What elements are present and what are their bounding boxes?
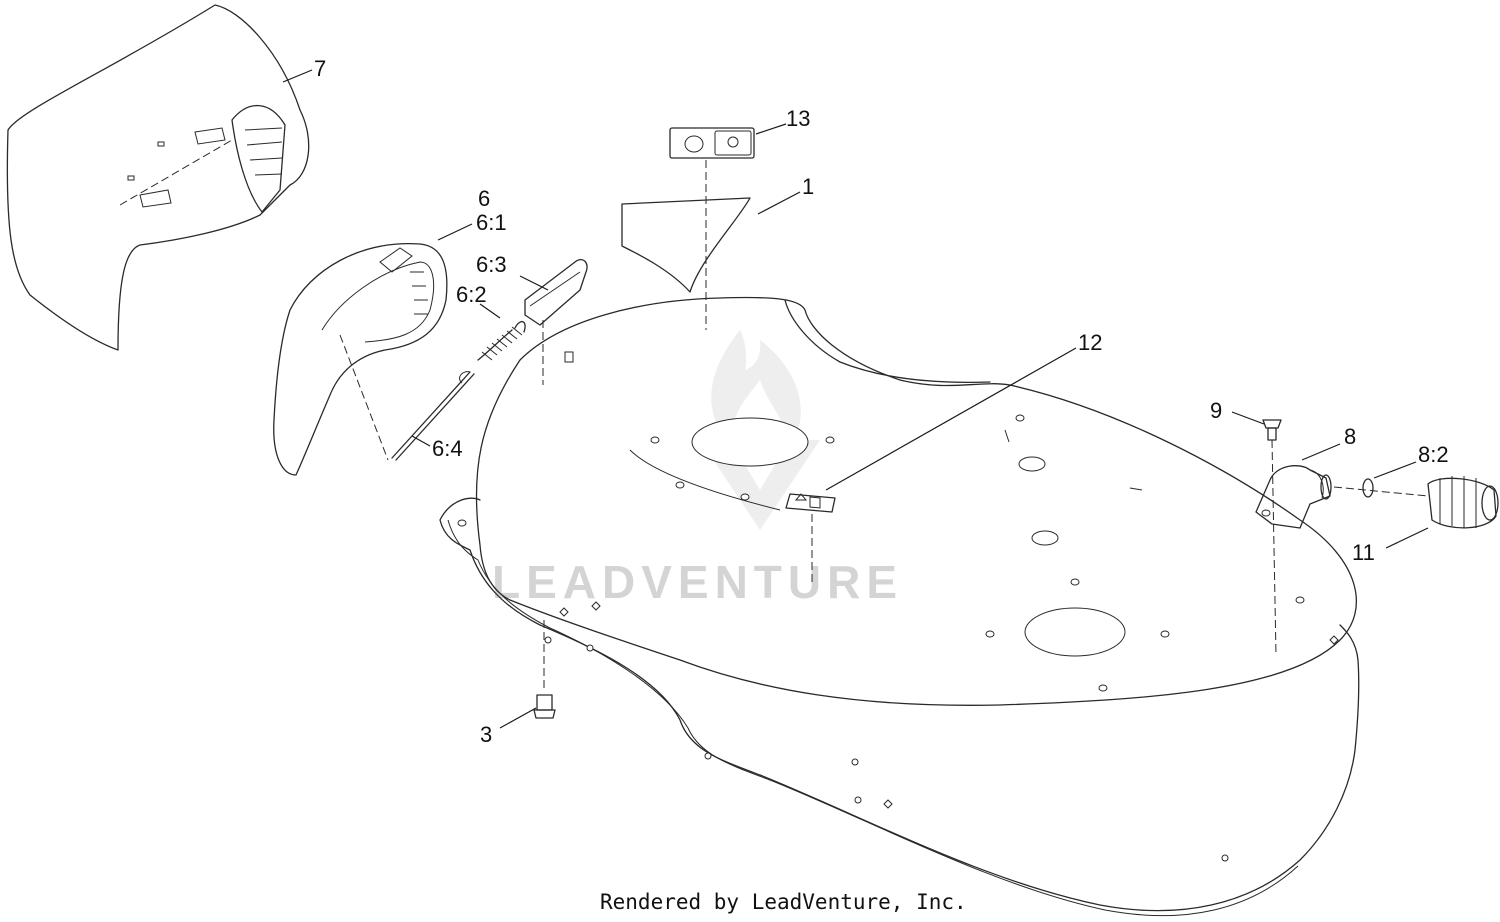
callout-1: 1 (802, 174, 814, 199)
part-3-bolt (533, 620, 556, 719)
callout-8: 8 (1344, 424, 1356, 449)
part-6-4-rod (391, 371, 475, 461)
part-1-shield (621, 160, 751, 330)
callout-6-1: 6:1 (476, 210, 507, 235)
part-6-3-bracket (524, 258, 588, 385)
callout-6-3: 6:3 (476, 252, 507, 277)
callout-6-4: 6:4 (432, 436, 463, 461)
credit-text: Rendered by LeadVenture, Inc. (600, 890, 967, 914)
part-12-decal (785, 493, 836, 585)
callout-8-2: 8:2 (1418, 442, 1449, 467)
part-6-2-spring (477, 321, 526, 361)
callout-7: 7 (314, 56, 326, 81)
part-6-chute (273, 243, 448, 476)
part-11-cap (1333, 476, 1499, 529)
part-7-panel (6, 4, 310, 351)
part-9-bolt (1262, 419, 1282, 656)
callout-3: 3 (480, 722, 492, 747)
callout-6: 6 (478, 186, 490, 211)
callout-9: 9 (1210, 398, 1222, 423)
deck-housing (439, 296, 1360, 917)
leader-lines (282, 69, 1429, 729)
part-13-decal (669, 127, 755, 159)
callout-11: 11 (1352, 540, 1375, 565)
callout-12: 12 (1078, 330, 1102, 355)
callout-13: 13 (786, 106, 810, 131)
part-8-fitting (1255, 465, 1332, 529)
watermark-text: LEADVENTURE (492, 556, 903, 608)
callout-6-2: 6:2 (456, 282, 487, 307)
part-8-2-o-ring (1362, 478, 1374, 498)
